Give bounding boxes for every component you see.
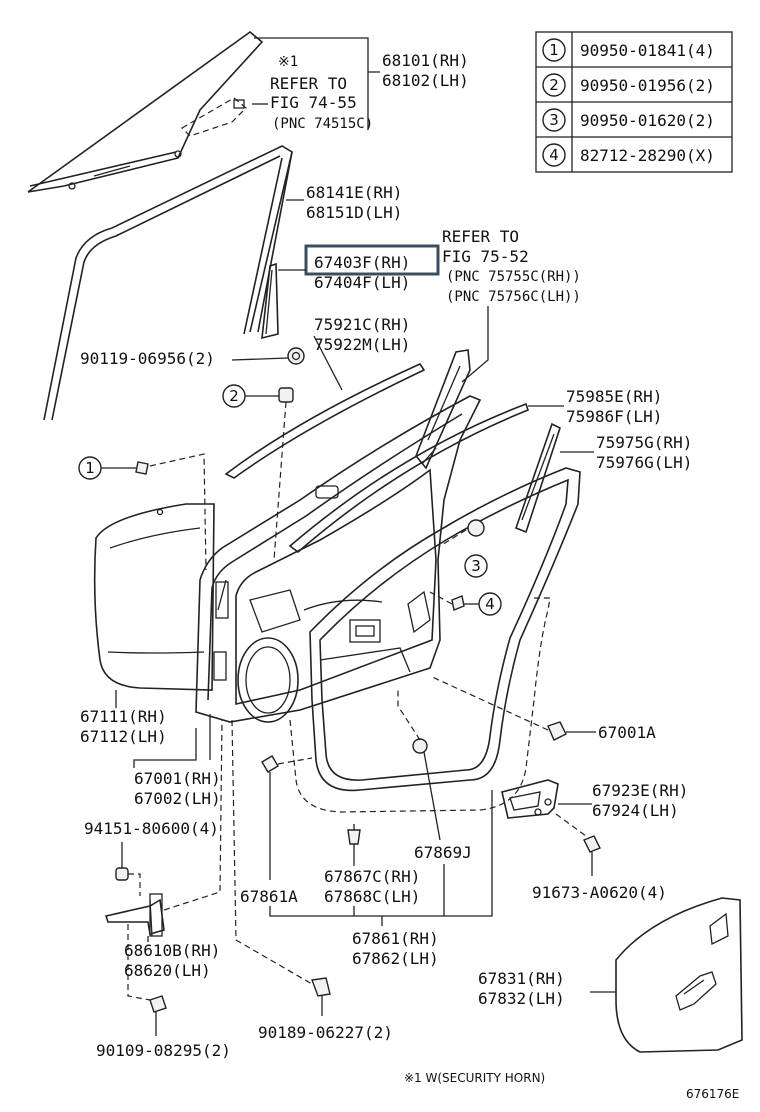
callout-frame-molding-lh: 75976G(LH) [596,453,692,472]
refer-note-1-line-3: (PNC 74515C) [272,116,373,132]
refer-note-2-line-2: FIG 75-52 [442,247,529,266]
refer-note-1-line-1: REFER TO [270,74,347,93]
bracket-drawing [501,779,559,819]
circle-1-number: 1 [85,459,95,477]
callout-weatherstrip-rh: 67861(RH) [352,929,439,948]
bolt-90109-drawing [149,995,167,1013]
refer-note-2-line-1: REFER TO [442,227,519,246]
callout-weatherstrip-lh: 67862(LH) [352,949,439,968]
clip-67861A-drawing [261,755,279,773]
callout-door-panel-lh: 67002(LH) [134,789,221,808]
clip-3-drawing [467,519,485,537]
callout-door-panel-rh: 67001(RH) [134,769,221,788]
callout-frame-molding-rh: 75975G(RH) [596,433,692,452]
callout-outer-panel-lh: 67112(LH) [80,727,167,746]
callout-plug: 67001A [598,723,656,742]
refer-note-1-mark: ※1 [278,54,298,70]
callout-clip-67867C-rh: 67867C(RH) [324,867,420,886]
bolt-90119-drawing [287,347,305,365]
callout-cover-lh: 67832(LH) [478,989,565,1008]
clip-67869J-drawing [412,738,428,754]
footnote: ※1 W(SECURITY HORN) [404,1071,545,1085]
callout-outer-weatherstrip-rh: 75921C(RH) [314,315,410,334]
callout-outer-weatherstrip-lh: 75922M(LH) [314,335,410,354]
circle-4-number: 4 [485,595,495,613]
callout-check-rh: 68610B(RH) [124,941,220,960]
door-check-drawing [104,893,165,937]
refer-note-2-line-3: (PNC 75755C(RH)) [446,269,581,285]
legend-row-3-number: 3 [549,111,559,129]
clip-4-drawing [451,595,465,611]
callout-clip-90189: 90189-06227(2) [258,1023,393,1042]
belt-molding-drawing [288,402,529,554]
legend-row-4-part: 82712-28290(X) [580,146,715,165]
callout-screw-91673: 91673-A0620(4) [532,883,667,902]
highlight-box [304,244,440,276]
callout-clip-67867C-lh: 67868C(LH) [324,887,420,906]
refer-note-1-line-2: FIG 74-55 [270,93,357,112]
callout-glass-rh: 68101(RH) [382,51,469,70]
division-bar-drawing [261,262,279,340]
legend-row-2-number: 2 [549,76,559,94]
legend-row-2-part: 90950-01956(2) [580,76,715,95]
legend-row-3-part: 90950-01620(2) [580,111,715,130]
callout-highlight-lh: 67404F(LH) [314,273,410,292]
door-glass-drawing [27,30,264,193]
plug-67001A-drawing [547,721,567,741]
door-inner-drawing [195,395,482,723]
service-hole-cover-drawing [615,897,743,1053]
run-channel-drawing [43,145,293,421]
callout-highlight-rh: 67403F(RH) [314,253,410,272]
refer-note-1: ※1 REFER TO FIG 74-55 (PNC 74515C) [270,54,373,132]
refer-note-2-line-4: (PNC 75756C(LH)) [446,289,581,305]
callout-bolt-90119: 90119-06956(2) [80,349,215,368]
callout-bolt-90109: 90109-08295(2) [96,1041,231,1060]
clip-67867C-drawing [347,824,361,845]
screw-91673-drawing [583,835,601,853]
legend-row-4-number: 4 [549,146,559,164]
clip-90189-drawing [311,977,331,997]
circle-3-marker [464,554,488,578]
callout-belt-molding-rh: 75985E(RH) [566,387,662,406]
legend-row-1-number: 1 [549,41,559,59]
callout-glass-lh: 68102(LH) [382,71,469,90]
outer-weatherstrip-drawing [224,362,426,479]
callout-clip-94151: 94151-80600(4) [84,819,219,838]
callout-clip-67861A: 67861A [240,887,298,906]
callout-check-lh: 68620(LH) [124,961,211,980]
door-weatherstrip-drawing [309,467,581,792]
outer-panel-drawing [93,503,215,691]
legend-row-1-part: 90950-01841(4) [580,41,715,60]
callout-cover-rh: 67831(RH) [478,969,565,988]
circle-3-number: 3 [471,557,481,575]
refer-note-2: REFER TO FIG 75-52 (PNC 75755C(RH)) (PNC… [442,227,581,305]
frame-molding-drawing [514,422,561,534]
figure-id: 676176E [686,1087,739,1101]
callout-bracket-rh: 67923E(RH) [592,781,688,800]
callout-outer-panel-rh: 67111(RH) [80,707,167,726]
legend-table: 1 90950-01841(4) 2 90950-01956(2) 3 9095… [535,31,733,173]
circle-2-number: 2 [229,387,239,405]
clip-94151-drawing [115,867,129,881]
callout-belt-molding-lh: 75986F(LH) [566,407,662,426]
clip-2-drawing [278,387,294,403]
callout-run-channel-lh: 68151D(LH) [306,203,402,222]
weatherstrip-groove-outline [289,597,551,813]
callout-clip-67869J: 67869J [414,843,472,862]
callout-bracket-lh: 67924(LH) [592,801,679,820]
callout-run-channel-rh: 68141E(RH) [306,183,402,202]
